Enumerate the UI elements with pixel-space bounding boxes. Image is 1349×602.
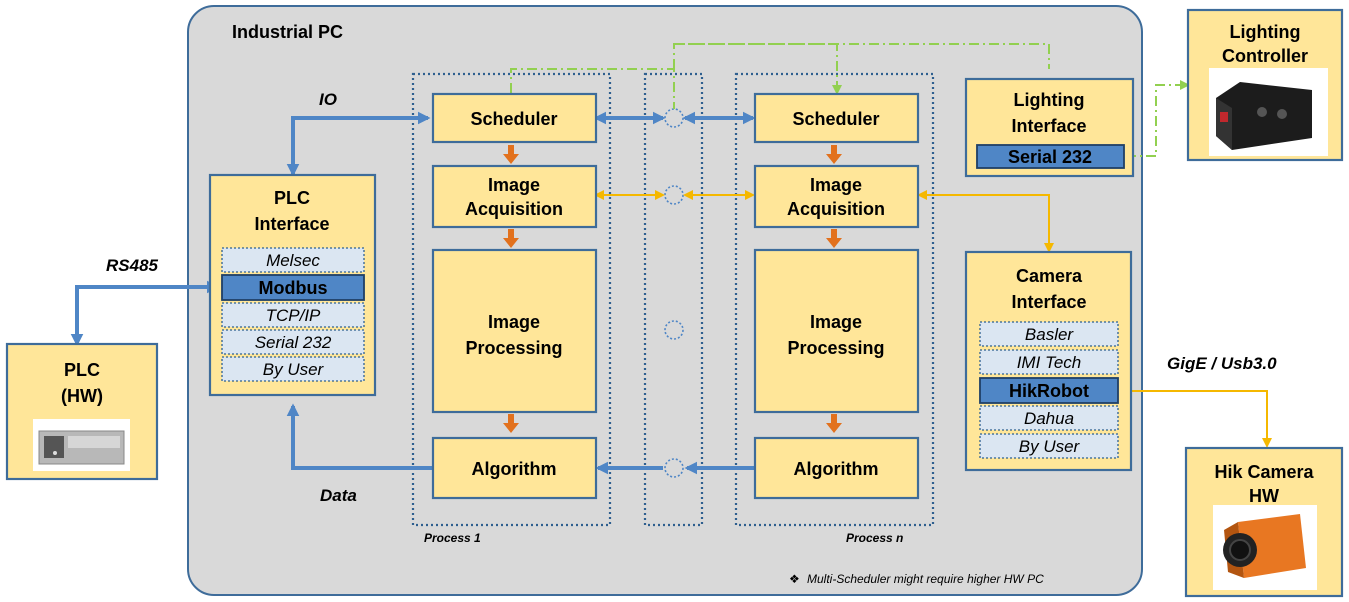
camera-item-hikrobot[interactable] — [979, 377, 1119, 404]
lighting-link-line — [510, 43, 1050, 109]
process-1-algorithm-label: Algorithm — [472, 459, 557, 479]
camera-item-byuser[interactable] — [979, 433, 1119, 459]
process-1-scheduler-label: Scheduler — [470, 109, 557, 129]
io-line — [286, 111, 431, 177]
camera-item-basler-label: Basler — [1025, 325, 1075, 344]
process-1-label: Process 1 — [424, 531, 481, 545]
plc-device-image — [33, 419, 130, 471]
camera-item-byuser-label: By User — [1019, 437, 1081, 456]
lighting-interface-title-2: Interface — [1011, 116, 1086, 136]
plc-interface-title-1: PLC — [274, 188, 310, 208]
plc-item-melsec-label: Melsec — [266, 251, 320, 270]
note-bullet: ❖ — [789, 572, 800, 586]
process-n-acquisition-box — [753, 164, 920, 229]
process-1-acquisition-label-2: Acquisition — [465, 199, 563, 219]
camera-interface-title-1: Camera — [1016, 266, 1083, 286]
process-1-acquisition-label-1: Image — [488, 175, 540, 195]
gige-label: GigE / Usb3.0 — [1167, 354, 1277, 373]
data-label: Data — [320, 486, 357, 505]
plc-item-byuser[interactable] — [221, 356, 365, 382]
process-n-processing-box — [753, 248, 920, 414]
lighting-serial-port[interactable] — [976, 144, 1125, 169]
plc-item-melsec[interactable] — [221, 247, 365, 273]
process-1-processing-label-1: Image — [488, 312, 540, 332]
process-n-scheduler-box — [753, 92, 920, 144]
process-1-processing-box — [431, 248, 598, 414]
camera-item-dahua-label: Dahua — [1024, 409, 1074, 428]
camera-item-hikrobot-label: HikRobot — [1009, 381, 1089, 401]
plc-item-byuser-label: By User — [263, 360, 325, 379]
process-n-label: Process n — [846, 531, 903, 545]
process-n-scheduler-label: Scheduler — [792, 109, 879, 129]
lighting-controller-title-2: Controller — [1222, 46, 1308, 66]
industrial-pc-title: Industrial PC — [232, 22, 343, 42]
camera-item-dahua[interactable] — [979, 405, 1119, 431]
process-1-algorithm-box — [431, 436, 598, 500]
process-1-scheduler-box — [431, 92, 598, 144]
process-1-acquisition-box — [431, 164, 598, 229]
camera-item-imitech-label: IMI Tech — [1017, 353, 1082, 372]
note-text: Multi-Scheduler might require higher HW … — [807, 572, 1044, 586]
plc-item-modbus-label: Modbus — [259, 278, 328, 298]
process-n-container — [734, 72, 935, 527]
process-n-algorithm-box — [753, 436, 920, 500]
camera-interface-title-2: Interface — [1011, 292, 1086, 312]
process-n-processing-label-1: Image — [810, 312, 862, 332]
camera-item-imitech[interactable] — [979, 349, 1119, 375]
lighting-serial-port-label: Serial 232 — [1008, 147, 1092, 167]
plc-item-modbus[interactable] — [221, 274, 365, 301]
hub-algorithm — [664, 458, 684, 478]
plc-hw-title-1: PLC — [64, 360, 100, 380]
process-1-processing-label-2: Processing — [465, 338, 562, 358]
camera-link-line — [917, 190, 1054, 253]
hik-camera-title-1: Hik Camera — [1214, 462, 1314, 482]
lighting-controller-title-1: Lighting — [1230, 22, 1301, 42]
rs485-line — [70, 280, 220, 347]
plc-item-serial232-label: Serial 232 — [255, 333, 332, 352]
rs485-label: RS485 — [106, 256, 159, 275]
camera-item-basler[interactable] — [979, 321, 1119, 347]
lighting-serial-line — [1124, 80, 1190, 161]
plc-item-serial232[interactable] — [221, 329, 365, 355]
data-line — [286, 403, 433, 470]
plc-hw-title-2: (HW) — [61, 386, 103, 406]
process-n-algorithm-label: Algorithm — [794, 459, 879, 479]
gige-line — [1119, 386, 1272, 448]
process-n-processing-label-2: Processing — [787, 338, 884, 358]
process-n-acquisition-label-2: Acquisition — [787, 199, 885, 219]
plc-interface-title-2: Interface — [254, 214, 329, 234]
plc-item-tcpip-label: TCP/IP — [266, 306, 321, 325]
hub-container — [643, 72, 704, 527]
process-1-container — [411, 72, 612, 527]
io-label: IO — [319, 90, 337, 109]
lighting-interface-title-1: Lighting — [1014, 90, 1085, 110]
lighting-controller-image — [1209, 68, 1328, 156]
hik-camera-image — [1213, 505, 1317, 590]
hik-camera-title-2: HW — [1249, 486, 1279, 506]
process-n-acquisition-label-1: Image — [810, 175, 862, 195]
plc-item-tcpip[interactable] — [221, 302, 365, 328]
flow-arrow-icon — [503, 145, 842, 433]
hub-processing — [664, 320, 684, 340]
